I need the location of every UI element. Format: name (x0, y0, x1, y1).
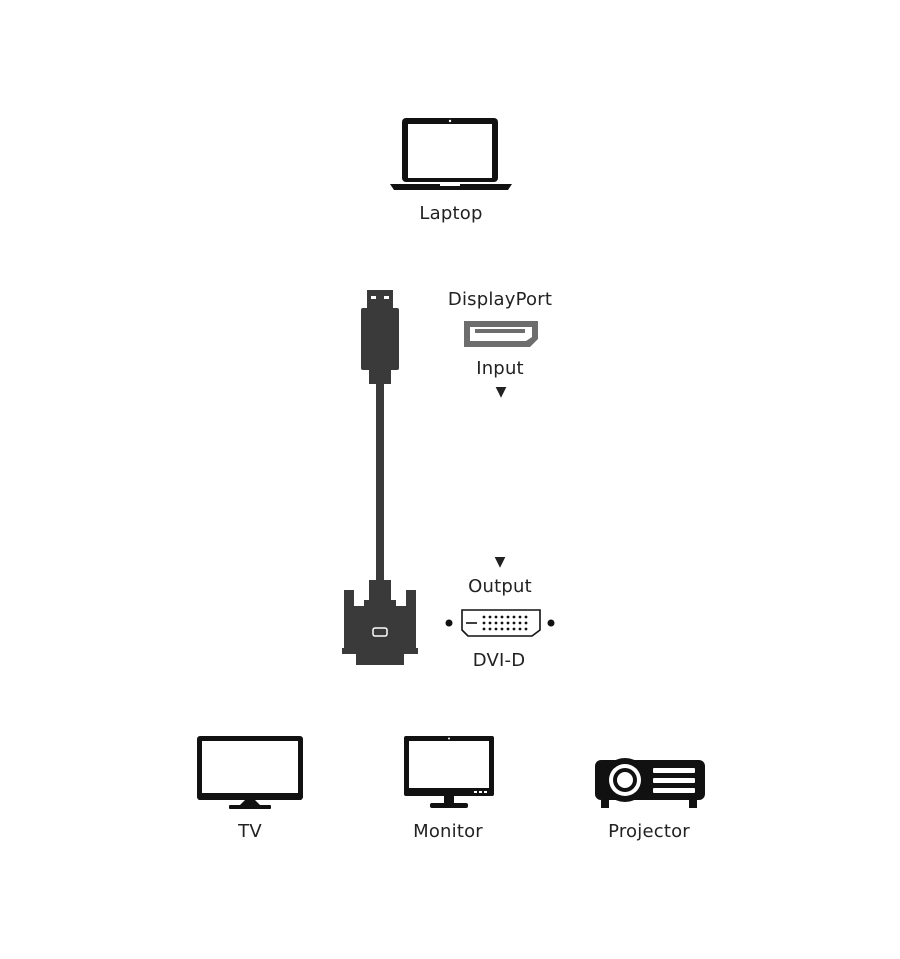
input-label: Input (476, 358, 524, 379)
laptop-icon (390, 118, 512, 190)
monitor-icon (404, 736, 494, 808)
monitor-label: Monitor (413, 821, 483, 842)
displayport-plug-icon (361, 290, 399, 384)
tv-label: TV (238, 821, 262, 842)
input-arrow: ▼ (495, 384, 507, 400)
projector-icon (595, 758, 705, 808)
output-label: Output (468, 576, 532, 597)
dvi-d-port-icon (445, 609, 555, 637)
dvi-plug-icon (342, 580, 418, 665)
cable-wire (376, 380, 384, 585)
laptop-label: Laptop (419, 203, 483, 224)
displayport-port-icon (464, 321, 538, 347)
output-arrow: ▼ (494, 554, 506, 570)
tv-icon (197, 736, 303, 809)
projector-label: Projector (608, 821, 690, 842)
dvi-d-label: DVI-D (472, 650, 526, 671)
displayport-label: DisplayPort (447, 289, 553, 310)
